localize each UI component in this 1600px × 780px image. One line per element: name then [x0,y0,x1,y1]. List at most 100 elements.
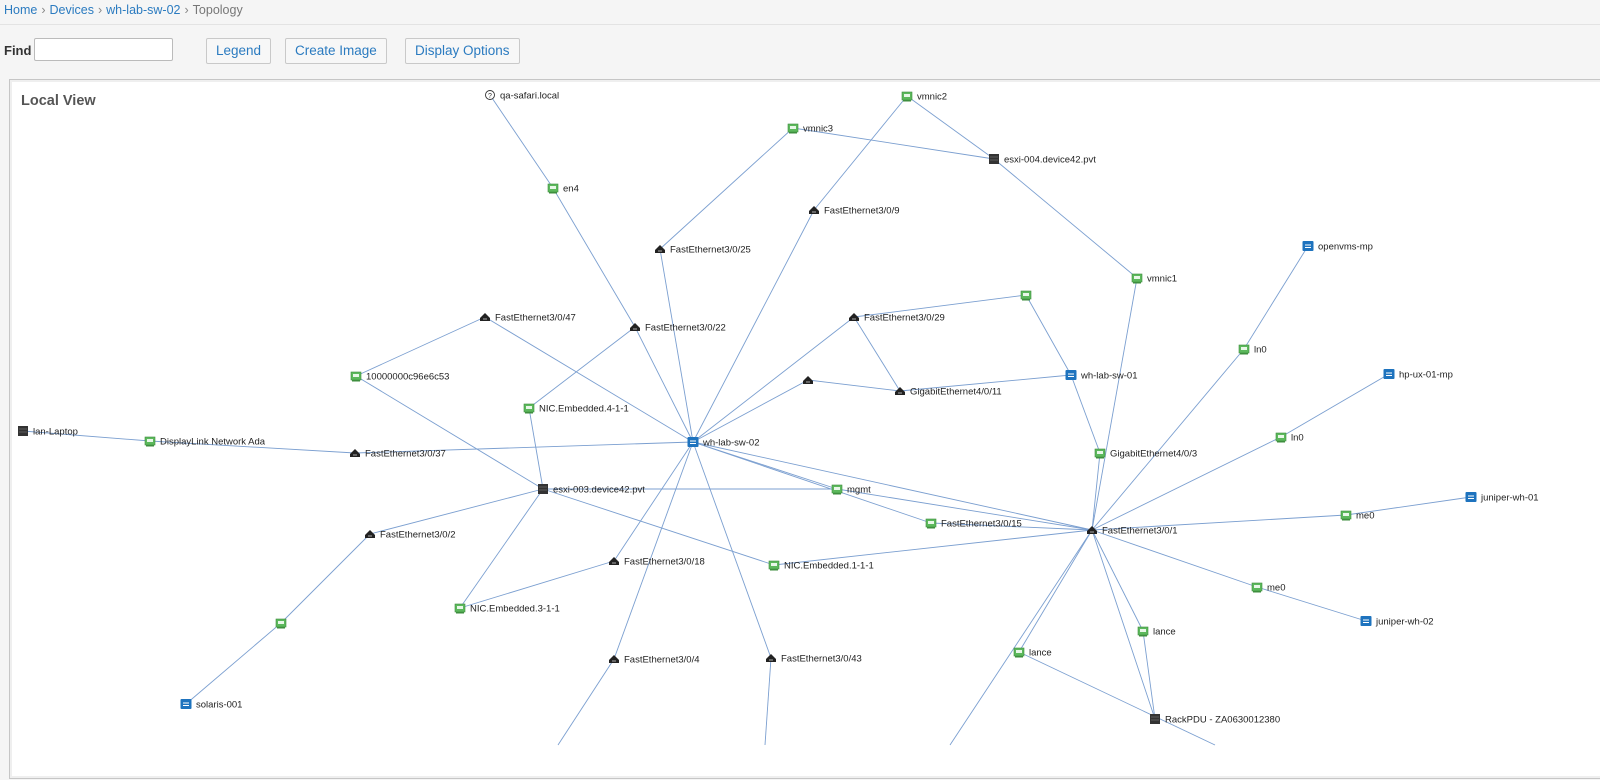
topology-edge [1091,452,1101,531]
topology-edge [149,440,356,454]
topology-node-fe-3-0-1[interactable]: FastEthernet3/0/1 [1087,526,1178,537]
topology-edge [1018,529,1093,653]
switch-icon [1383,369,1395,379]
node-label: FastEthernet3/0/47 [495,313,576,324]
topology-node-fe-3-0-9[interactable]: FastEthernet3/0/9 [809,206,900,217]
topology-node-fe-3-0-37[interactable]: FastEthernet3/0/37 [350,449,446,460]
port-icon [609,655,619,663]
topology-node-fe-3-0-18[interactable]: FastEthernet3/0/18 [609,557,705,568]
topology-node-ln0-b[interactable]: ln0 [1275,432,1304,444]
topology-edge [354,441,694,454]
topology-node-hp-ux-01-mp[interactable]: hp-ux-01-mp [1383,369,1453,381]
topology-edge [557,658,615,746]
topology-node-fe-3-0-47[interactable]: FastEthernet3/0/47 [480,313,576,324]
topology-node-qa-safari[interactable]: ?qa-safari.local [485,90,560,102]
breadcrumb-devices[interactable]: Devices [49,3,94,17]
port-icon [849,313,859,321]
topology-node-en4[interactable]: en4 [547,184,579,195]
node-label: juniper-wh-02 [1375,617,1434,628]
topology-node-wh-lab-sw-01[interactable]: wh-lab-sw-01 [1065,370,1138,382]
nic-icon [1275,432,1287,443]
topology-edge [659,127,794,250]
topology-node-fe-3-0-43[interactable]: FastEthernet3/0/43 [766,654,862,665]
topology-node-openvms-mp[interactable]: openvms-mp [1302,241,1373,253]
topology-node-fe-3-0-2[interactable]: FastEthernet3/0/2 [365,530,456,541]
display-options-button[interactable]: Display Options [405,38,520,64]
topology-edge [484,316,694,443]
find-input[interactable] [34,38,173,61]
create-image-button[interactable]: Create Image [285,38,387,64]
topology-node-rackpdu[interactable]: RackPDU - ZA0630012380 [1150,714,1280,726]
topology-node-esxi-004[interactable]: esxi-004.device42.pvt [989,154,1096,166]
topology-edge [459,488,544,609]
node-label: ln0 [1254,345,1267,356]
nic-icon [1020,290,1032,301]
topology-edge [993,158,1138,279]
topology-node-nic-emb-3-1-1[interactable]: NIC.Embedded.3-1-1 [454,604,560,615]
port-icon [609,557,619,565]
topology-node-fe-3-0-4[interactable]: FastEthernet3/0/4 [609,655,700,666]
topology-node-vmnic2[interactable]: vmnic2 [901,92,947,103]
topology-edge [1243,245,1309,350]
topology-node-fe-3-0-29[interactable]: FastEthernet3/0/29 [849,313,945,324]
node-label: mgmt [847,485,871,496]
topology-node-lance-a[interactable]: lance [1137,627,1176,638]
nic-icon [1131,273,1143,284]
topology-edge [1091,529,1258,588]
topology-node-port-unl-1[interactable] [803,376,813,384]
topology-node-fe-3-0-25[interactable]: FastEthernet3/0/25 [655,245,751,256]
topology-node-wh-lab-sw-02[interactable]: wh-lab-sw-02 [687,437,760,449]
topology-edge [853,316,901,392]
topology-node-solaris-001[interactable]: solaris-001 [180,699,243,711]
topology-edge [899,374,1072,392]
topology-node-nic-unl-1[interactable] [1020,290,1032,301]
topology-node-nic-unl-2[interactable] [275,618,287,629]
server-icon [989,154,999,164]
topology-edge [692,441,932,524]
node-label: NIC.Embedded.3-1-1 [470,604,560,615]
topology-node-me0-b[interactable]: me0 [1251,583,1285,594]
topology-edge [1345,496,1472,516]
topology-node-juniper-wh-01[interactable]: juniper-wh-01 [1465,492,1539,504]
topology-node-ge-4-0-11[interactable]: GigabitEthernet4/0/11 [895,387,1002,398]
topology-edge [613,441,694,660]
topology-node-fe-3-0-15[interactable]: FastEthernet3/0/15 [925,519,1022,530]
nic-icon [1013,647,1025,658]
topology-edge [22,430,151,442]
topology-node-10000000c96e6c53[interactable]: 10000000c96e6c53 [350,372,449,383]
unknown-icon: ? [485,90,495,100]
nic-icon [275,618,287,629]
topology-node-me0-a[interactable]: me0 [1340,511,1374,522]
nic-icon [768,560,780,571]
topology-edge [692,441,1093,531]
topology-edge [369,488,544,535]
topology-node-displaylink[interactable]: DisplayLink Network Ada [144,437,266,448]
topology-edge [1280,373,1390,438]
topology-edge [355,375,544,490]
find-label: Find [4,43,32,58]
node-label: esxi-004.device42.pvt [1004,155,1096,166]
topology-node-lan-laptop[interactable]: lan-Laptop [18,426,78,438]
breadcrumb-device[interactable]: wh-lab-sw-02 [106,3,181,17]
switch-icon [1465,492,1477,502]
topology-edge [1018,651,1216,746]
topology-node-nic-emb-4-1-1[interactable]: NIC.Embedded.4-1-1 [523,404,629,415]
topology-node-nic-emb-1-1-1[interactable]: NIC.Embedded.1-1-1 [768,560,874,572]
topology-edge [792,127,995,160]
breadcrumb-home[interactable]: Home [4,3,38,17]
nic-icon [1094,448,1106,459]
topology-node-fe-3-0-22[interactable]: FastEthernet3/0/22 [630,323,726,334]
topology-node-vmnic3[interactable]: vmnic3 [787,124,833,135]
topology-node-ge-4-0-3[interactable]: GigabitEthernet4/0/3 [1094,448,1197,460]
topology-graph[interactable]: ?qa-safari.local vmnic2 vmnic3 esxi-004.dev… [10,80,1600,780]
topology-node-juniper-wh-02[interactable]: juniper-wh-02 [1360,616,1434,628]
legend-button[interactable]: Legend [206,38,272,64]
topology-node-mgmt[interactable]: mgmt [831,485,871,496]
topology-edge [1142,630,1156,720]
topology-node-esxi-003[interactable]: esxi-003.device42.pvt [538,484,645,496]
topology-node-ln0-a[interactable]: ln0 [1238,345,1267,356]
topology-node-lance-b[interactable]: lance [1013,647,1052,659]
topology-node-vmnic1[interactable]: vmnic1 [1131,273,1177,285]
node-label: openvms-mp [1318,242,1373,253]
